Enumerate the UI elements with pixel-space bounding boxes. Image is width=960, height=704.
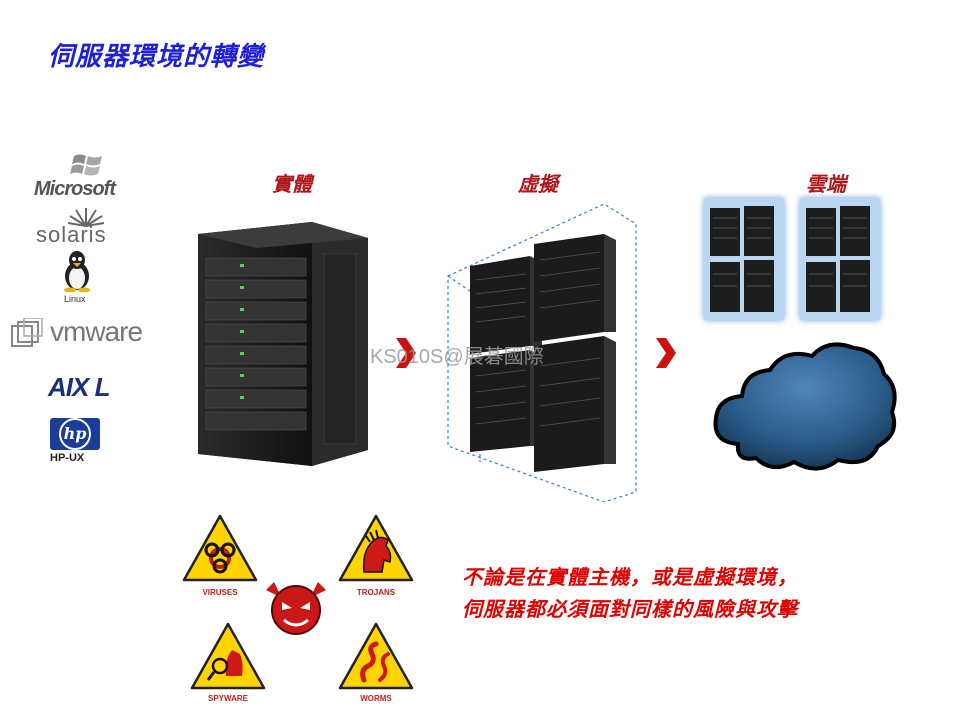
virtual-servers-group — [447, 203, 637, 502]
linux-penguin-icon — [64, 251, 90, 292]
message-line-2: 伺服器都必須面對同樣的風險與攻擊 — [462, 597, 798, 621]
vmware-logo: vmware — [50, 316, 143, 347]
threat-cluster: VIRUSES TROJANS SPYWARE WORMS — [176, 512, 416, 704]
worm-icon — [338, 622, 414, 690]
solaris-sun-icon — [67, 208, 105, 227]
server-rack-icon — [198, 222, 368, 466]
hp-brand-label: hp — [59, 418, 91, 450]
linux-logo: Linux — [64, 294, 86, 304]
trojans-label: TROJANS — [356, 588, 396, 597]
devil-icon — [266, 582, 326, 635]
page-title: 伺服器環境的轉變 — [48, 42, 265, 72]
spyware-label: SPYWARE — [207, 694, 248, 703]
chevron-right-icon — [396, 338, 416, 368]
hp-icon: hp — [50, 418, 100, 450]
spyware-icon — [190, 622, 266, 690]
hpux-logo: HP-UX — [50, 452, 85, 464]
microsoft-logo: Microsoft — [34, 178, 116, 200]
cloud-server-tile — [800, 198, 880, 320]
worms-label: WORMS — [360, 694, 392, 703]
server-rack-icon — [710, 206, 774, 312]
stage-label-cloud: 雲端 — [806, 172, 846, 196]
vmware-icon — [11, 318, 43, 347]
cloud-icon — [713, 342, 897, 471]
cloud-server-tile — [704, 198, 784, 320]
aix-logo: AIX L — [48, 372, 110, 402]
stage-label-physical: 實體 — [272, 172, 312, 196]
biohazard-icon — [182, 514, 258, 582]
watermark: KS010S@展碁國際 — [370, 346, 544, 368]
server-rack-icon — [806, 206, 870, 312]
solaris-logo: solaris — [36, 222, 107, 247]
stage-label-virtual: 虛擬 — [518, 172, 558, 196]
viruses-label: VIRUSES — [202, 588, 238, 597]
chevron-right-icon — [656, 338, 676, 368]
trojan-horse-icon — [338, 514, 414, 582]
windows-flag-icon — [70, 154, 102, 176]
message-line-1: 不論是在實體主機，或是虛擬環境， — [462, 565, 798, 589]
os-logo-column: Microsoft solaris Linux vmware AIX L hp … — [8, 150, 158, 470]
